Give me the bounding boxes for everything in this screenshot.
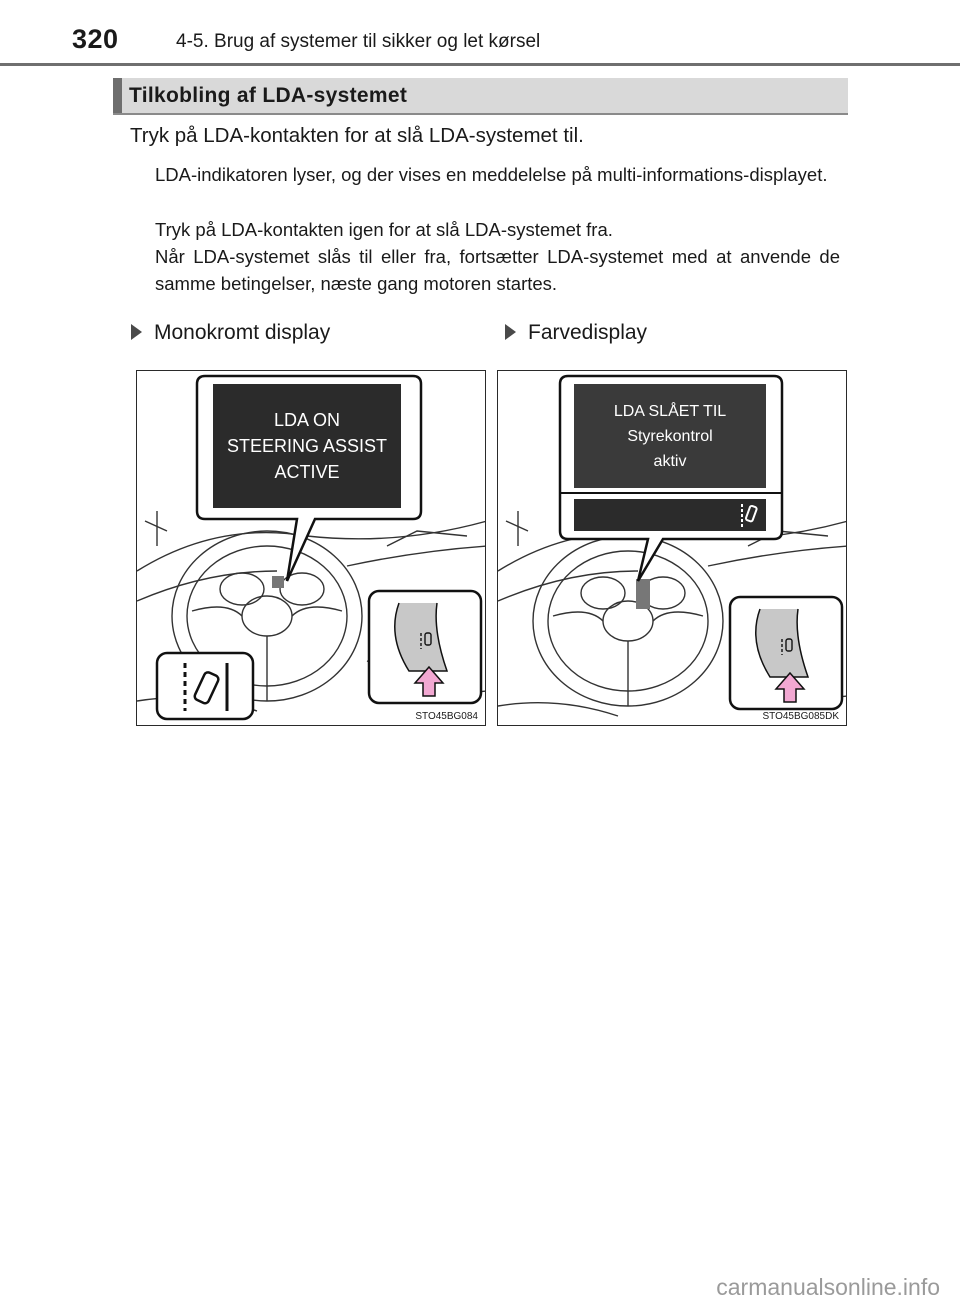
- variant-label: Farvedisplay: [528, 321, 648, 344]
- figure-code: STO45BG084: [413, 711, 480, 722]
- main-instruction: Tryk på LDA-kontakten for at slå LDA-sys…: [130, 124, 584, 147]
- section-header: Tilkobling af LDA-systemet: [113, 78, 848, 115]
- figure-monochrome: LDA ON STEERING ASSIST ACTIVE STO45BG084: [136, 370, 486, 726]
- section-accent-bar: [113, 78, 122, 113]
- variant-label: Monokromt display: [154, 321, 331, 344]
- figure-color: LDA SLÅET TIL Styrekontrol aktiv STO45BG…: [497, 370, 847, 726]
- figure-code: STO45BG085DK: [760, 711, 841, 722]
- display-line: LDA ON: [273, 410, 341, 430]
- variant-heading-color: Farvedisplay: [505, 321, 647, 345]
- triangle-bullet-icon: [505, 324, 516, 340]
- section-title: Tilkobling af LDA-systemet: [129, 84, 408, 107]
- variant-heading-monochrome: Monokromt display: [131, 321, 330, 345]
- display-line: STEERING ASSIST: [226, 436, 388, 456]
- paragraph-indicator: LDA-indikatoren lyser, og der vises en m…: [155, 164, 828, 185]
- display-message: LDA SLÅET TIL Styrekontrol aktiv: [574, 399, 766, 474]
- display-line: LDA SLÅET TIL: [613, 403, 727, 420]
- dashboard-illustration: [498, 374, 846, 717]
- display-line: ACTIVE: [274, 462, 340, 482]
- chapter-title: 4-5. Brug af systemer til sikker og let …: [176, 31, 541, 52]
- paragraph-memory: Når LDA-systemet slås til eller fra, for…: [155, 246, 840, 294]
- watermark: carmanualsonline.info: [716, 1274, 940, 1300]
- page-number: 320: [72, 24, 119, 54]
- dashboard-illustration: [137, 374, 485, 721]
- display-line: aktiv: [653, 453, 687, 470]
- display-message: LDA ON STEERING ASSIST ACTIVE: [213, 407, 401, 485]
- header-divider: [0, 63, 960, 66]
- triangle-bullet-icon: [131, 324, 142, 340]
- display-line: Styrekontrol: [627, 428, 713, 445]
- paragraph-turn-off: Tryk på LDA-kontakten igen for at slå LD…: [155, 219, 613, 240]
